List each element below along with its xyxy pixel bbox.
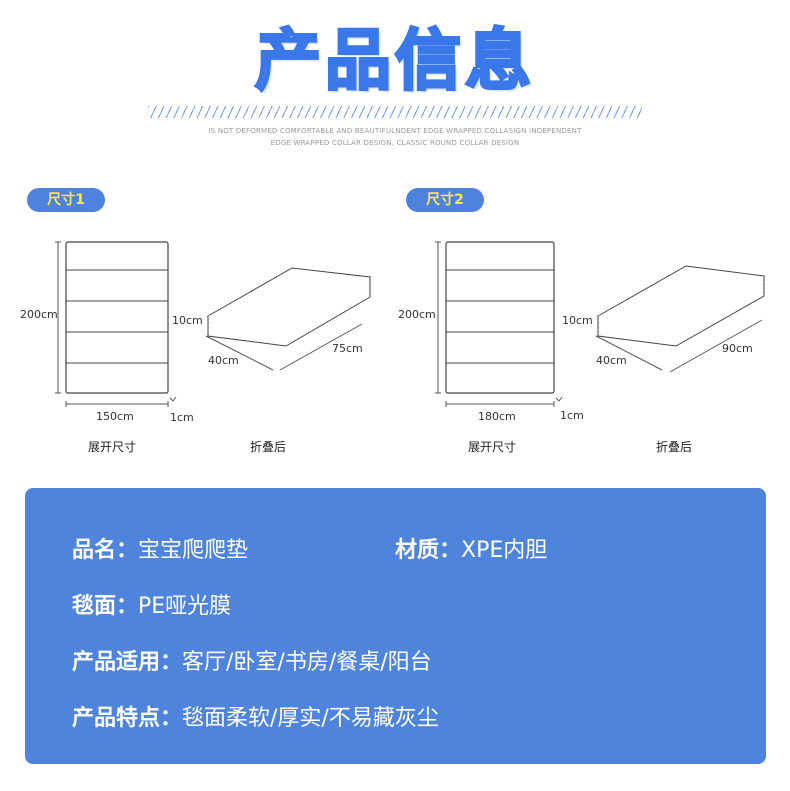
size-2-folded-caption: 折叠后 — [656, 440, 693, 454]
subtitle-line-2: EDGE WRAPPED COLLAR DESIGN, CLASSIC ROUN… — [270, 139, 520, 147]
size-2-folded-height-label: 10cm — [562, 314, 593, 327]
info-row-features: 产品特点：毯面柔软/厚实/不易藏灰尘 — [72, 700, 439, 732]
info-row-usage: 产品适用：客厅/卧室/书房/餐桌/阳台 — [72, 644, 432, 676]
material-value: XPE内胆 — [461, 538, 548, 563]
usage-value: 客厅/卧室/书房/餐桌/阳台 — [182, 650, 432, 675]
material-label: 材质： — [395, 538, 462, 563]
name-value: 宝宝爬爬垫 — [138, 538, 249, 563]
size-1-folded-depth-label: 40cm — [208, 354, 239, 367]
size-2-folded-depth-label: 40cm — [596, 354, 627, 367]
surface-label: 毯面： — [72, 594, 139, 619]
decorative-stripe — [148, 106, 642, 118]
size-2-folded-length-label: 90cm — [722, 342, 753, 355]
size-1-badge: 尺寸1 — [27, 188, 105, 212]
name-label: 品名： — [72, 538, 139, 563]
page-title: 产品信息 — [254, 21, 535, 101]
info-row-material: 材质：XPE内胆 — [395, 532, 547, 564]
size-2-unfolded-caption: 展开尺寸 — [468, 440, 517, 454]
size-2-length-label: 200cm — [398, 308, 436, 321]
usage-label: 产品适用： — [72, 650, 183, 675]
info-row-name: 品名：宝宝爬爬垫 — [72, 532, 248, 564]
size-1-panel: 200cm 150cm 1cm 10cm 40cm 75cm 展开尺寸 折叠后 — [10, 230, 390, 460]
unfolded-mat — [65, 241, 169, 394]
size-1-thickness-label: 1cm — [170, 411, 194, 424]
unfolded-mat — [445, 241, 555, 394]
info-row-surface: 毯面：PE哑光膜 — [72, 588, 231, 620]
subtitle-line-1: IS NOT DEFORMED COMFORTABLE AND BEAUTIFU… — [208, 127, 582, 135]
size-2-width-label: 180cm — [478, 410, 516, 423]
surface-value: PE哑光膜 — [138, 594, 232, 619]
size-1-width-label: 150cm — [96, 410, 134, 423]
size-1-diagram — [55, 241, 372, 407]
size-2-thickness-label: 1cm — [560, 409, 584, 422]
size-1-folded-caption: 折叠后 — [250, 440, 287, 454]
size-1-folded-height-label: 10cm — [172, 314, 203, 327]
product-info-card: 品名：宝宝爬爬垫 材质：XPE内胆 毯面：PE哑光膜 产品适用：客厅/卧室/书房… — [25, 488, 766, 764]
size-2-badge: 尺寸2 — [406, 188, 484, 212]
size-2-diagram — [435, 241, 766, 407]
features-value: 毯面柔软/厚实/不易藏灰尘 — [182, 706, 439, 731]
size-1-length-label: 200cm — [20, 308, 58, 321]
size-1-folded-length-label: 75cm — [332, 342, 363, 355]
folded-mat-stack — [596, 265, 766, 347]
size-1-unfolded-caption: 展开尺寸 — [88, 440, 137, 454]
folded-mat-stack — [206, 267, 372, 347]
features-label: 产品特点： — [72, 706, 183, 731]
size-2-panel: 200cm 180cm 1cm 10cm 40cm 90cm 展开尺寸 折叠后 — [390, 230, 770, 460]
